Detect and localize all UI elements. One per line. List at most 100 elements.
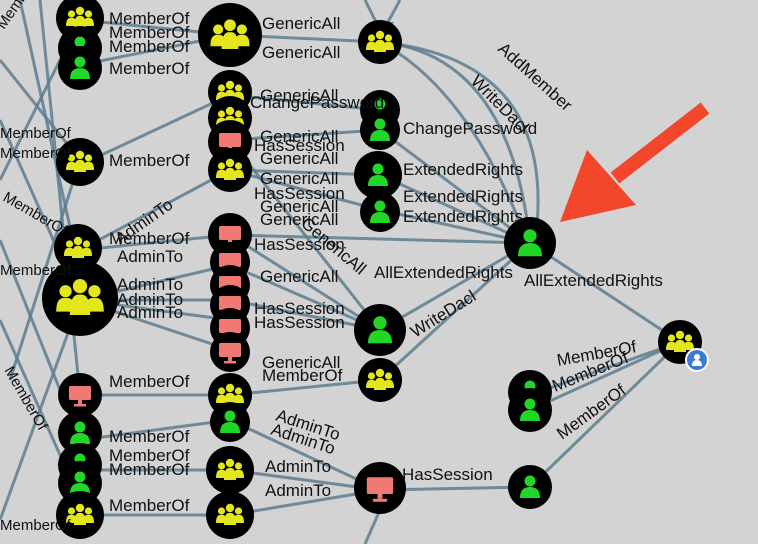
edge-label: HasSession: [254, 136, 345, 155]
edge[interactable]: [229, 128, 381, 142]
edge[interactable]: [18, 0, 77, 251]
edge[interactable]: [79, 93, 231, 167]
edge-label: GenericAll: [260, 149, 338, 168]
edge[interactable]: [529, 340, 681, 397]
edge[interactable]: [529, 241, 681, 344]
edge-label: MemberOf: [109, 372, 190, 391]
group-node[interactable]: [56, 138, 104, 186]
edge-label: MemberOf: [0, 262, 72, 279]
edge[interactable]: [363, 509, 382, 544]
edge[interactable]: [8, 159, 82, 381]
edge[interactable]: [229, 233, 381, 332]
edge-label: AdminTo: [117, 303, 183, 322]
edge-label: MemberOf: [109, 446, 190, 465]
computer-node[interactable]: [210, 332, 250, 372]
edge-label: MemberOf: [0, 517, 72, 534]
edge-label: MemberOf: [262, 366, 343, 385]
edge-label: AdminTo: [265, 481, 331, 500]
user-node[interactable]: [360, 110, 400, 150]
user-node[interactable]: [508, 388, 552, 432]
edge-label: HasSession: [254, 313, 345, 332]
edge-label: AdminTo: [117, 247, 183, 266]
edge-label: ExtendedRights: [403, 160, 523, 179]
edge-label: MemberOf: [109, 23, 190, 42]
edge-label: ExtendedRights: [403, 187, 523, 206]
edge-label: MemberOf: [0, 145, 72, 162]
edge-label: GenericAll: [260, 127, 338, 146]
edge-label: GenericAll: [260, 169, 338, 188]
edge[interactable]: [229, 233, 531, 245]
edge-label: MemberOf: [109, 59, 190, 78]
group-node[interactable]: [358, 20, 402, 64]
target-user-node[interactable]: [504, 217, 556, 269]
edge-label: GenericAll: [260, 267, 338, 286]
edge-label: AdminTo: [117, 275, 183, 294]
edge[interactable]: [379, 40, 540, 244]
edge-label: MemberOf: [109, 37, 190, 56]
computer-node[interactable]: [58, 373, 102, 417]
computer-node[interactable]: [354, 462, 406, 514]
group-node[interactable]: [208, 148, 252, 192]
owned-user-badge-icon: [685, 348, 709, 372]
edge[interactable]: [528, 340, 682, 489]
edge[interactable]: [229, 263, 381, 332]
edge-label: AdminTo: [117, 290, 183, 309]
edge-label: GenericAll: [260, 86, 338, 105]
large-group-node[interactable]: [42, 260, 118, 336]
group-node[interactable]: [206, 491, 254, 539]
edge[interactable]: [79, 418, 231, 442]
group-node[interactable]: [358, 358, 402, 402]
edge-label: HasSession: [254, 235, 345, 254]
edge-label: MemberOf: [109, 151, 190, 170]
edge[interactable]: [379, 40, 530, 244]
large-group-node[interactable]: [198, 3, 262, 67]
edge[interactable]: [79, 233, 231, 252]
edge[interactable]: [379, 241, 531, 332]
user-node[interactable]: [58, 411, 102, 455]
user-node[interactable]: [360, 192, 400, 232]
user-node[interactable]: [354, 151, 402, 199]
edge[interactable]: [363, 0, 378, 23]
edge[interactable]: [378, 241, 532, 382]
edge[interactable]: [229, 93, 381, 112]
edge-label: MemberOf: [0, 125, 72, 142]
edge-label: GenericAll: [262, 14, 340, 33]
edge-label: HasSession: [254, 184, 345, 203]
edge[interactable]: [379, 128, 531, 245]
edge-label: ChangePassword: [250, 93, 384, 112]
edge-label: GenericAll: [262, 353, 340, 372]
edge-label: ChangePassword: [403, 119, 537, 138]
edge[interactable]: [229, 418, 381, 492]
edge[interactable]: [529, 340, 681, 412]
edge[interactable]: [379, 40, 532, 244]
group-node[interactable]: [56, 491, 104, 539]
user-node[interactable]: [354, 304, 406, 356]
edge-label: ExtendedRights: [403, 207, 523, 226]
edge[interactable]: [379, 173, 531, 245]
edge-label: HasSession: [402, 465, 493, 484]
edge[interactable]: [229, 168, 381, 212]
edge-label: MemberOf: [109, 496, 190, 515]
edge-label: MemberOf: [109, 460, 190, 479]
user-node[interactable]: [508, 465, 552, 509]
target-node-label: AllExtendedRights: [524, 271, 663, 290]
group-node[interactable]: [54, 224, 102, 272]
edge-label: GenericAll: [260, 210, 338, 229]
edge-label: GenericAll: [262, 43, 340, 62]
edge[interactable]: [0, 299, 82, 521]
edge[interactable]: [228, 139, 382, 331]
edge-label: MemberOf: [109, 9, 190, 28]
user-node[interactable]: [210, 402, 250, 442]
user-node[interactable]: [58, 46, 102, 90]
edge-label: AllExtendedRights: [374, 263, 513, 282]
edge-label: GenericAll: [260, 197, 338, 216]
node-layer: [42, 0, 709, 539]
edge[interactable]: [386, 0, 402, 23]
edge[interactable]: [229, 378, 381, 397]
group-node[interactable]: [206, 446, 254, 494]
edge-label: HasSession: [254, 299, 345, 318]
edge[interactable]: [79, 168, 231, 252]
edge-label: AdminTo: [265, 457, 331, 476]
